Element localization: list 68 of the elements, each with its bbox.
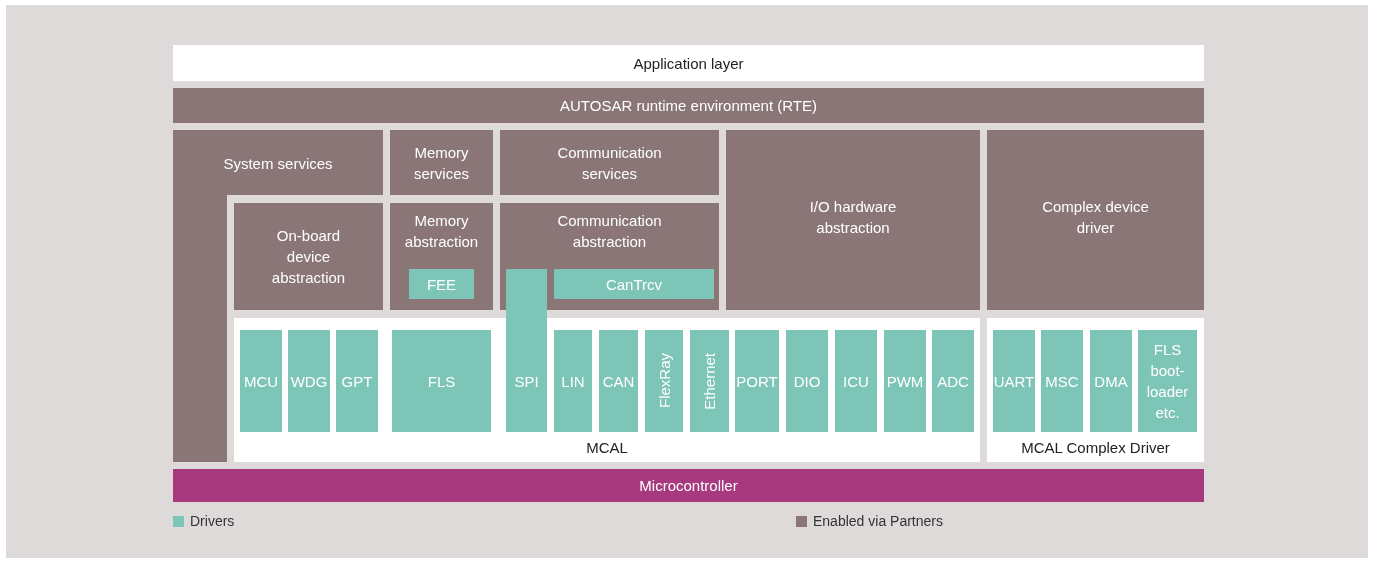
layer-label: Communication services xyxy=(556,142,663,184)
driver-label: ADC xyxy=(937,371,969,392)
legend-label: Enabled via Partners xyxy=(813,513,943,529)
driver-label: FLS boot-loader etc. xyxy=(1145,340,1190,423)
layer-label: Memory services xyxy=(413,142,470,184)
driver-panel xyxy=(234,318,980,462)
driver-block xyxy=(336,330,378,432)
hardware-bar xyxy=(173,469,1204,502)
driver-label: SPI xyxy=(514,372,539,392)
driver-block xyxy=(409,269,474,299)
driver-block xyxy=(1138,330,1197,432)
driver-block xyxy=(1090,330,1132,432)
driver-label: DMA xyxy=(1094,371,1128,392)
layer-label: AUTOSAR runtime environment (RTE) xyxy=(560,96,817,116)
driver-block xyxy=(690,330,729,432)
layer-label: I/O hardware abstraction xyxy=(808,197,898,238)
layer-label: Complex device driver xyxy=(1041,197,1150,238)
driver-block xyxy=(599,330,638,432)
driver-label: CAN xyxy=(602,371,635,392)
driver-label: ICU xyxy=(843,371,869,392)
driver-block xyxy=(786,330,828,432)
driver-block xyxy=(993,330,1035,432)
driver-label: Ethernet xyxy=(700,352,719,410)
driver-label: PWM xyxy=(886,371,924,392)
driver-block xyxy=(835,330,877,432)
driver-label: UART xyxy=(993,371,1035,392)
driver-block xyxy=(735,330,779,432)
driver-block xyxy=(554,269,714,299)
layer-label: Memory abstraction xyxy=(403,211,480,252)
driver-block xyxy=(506,269,547,432)
layer-label: On-board device abstraction xyxy=(270,226,347,288)
module-block xyxy=(726,130,980,310)
driver-block xyxy=(392,330,491,432)
driver-label: LIN xyxy=(561,371,585,392)
module-block xyxy=(390,203,493,310)
layer-label: System services xyxy=(223,154,333,174)
driver-label: FlexRay xyxy=(654,353,674,409)
module-block xyxy=(173,88,1204,123)
driver-block xyxy=(932,330,974,432)
layer-label: MCAL Complex Driver xyxy=(1021,438,1170,458)
layer-label: Communication abstraction xyxy=(556,211,663,252)
driver-label: FLS xyxy=(427,371,456,392)
service-panel xyxy=(173,130,383,462)
driver-label: MSC xyxy=(1045,371,1079,392)
driver-block xyxy=(240,330,282,432)
driver-label: DIO xyxy=(793,371,821,392)
driver-label: GPT xyxy=(341,371,373,392)
layer-bar xyxy=(173,45,1204,81)
driver-block xyxy=(645,330,683,432)
driver-label: CanTrcv xyxy=(605,274,663,295)
layer-label: Application layer xyxy=(633,53,744,74)
module-block xyxy=(390,130,493,195)
legend-label: Drivers xyxy=(190,513,235,529)
module-block xyxy=(987,130,1204,310)
driver-block xyxy=(554,330,592,432)
module-block xyxy=(234,203,383,310)
driver-label: PORT xyxy=(736,371,778,392)
driver-block xyxy=(884,330,926,432)
module-block xyxy=(500,130,719,195)
driver-label: FEE xyxy=(426,274,457,295)
module-block xyxy=(500,203,719,310)
driver-label: MCU xyxy=(243,371,279,392)
driver-block xyxy=(288,330,330,432)
driver-label: WDG xyxy=(290,371,328,392)
driver-block xyxy=(1041,330,1083,432)
driver-panel xyxy=(987,318,1204,462)
layer-label: Microcontroller xyxy=(639,476,738,496)
layer-label: MCAL xyxy=(586,438,628,458)
